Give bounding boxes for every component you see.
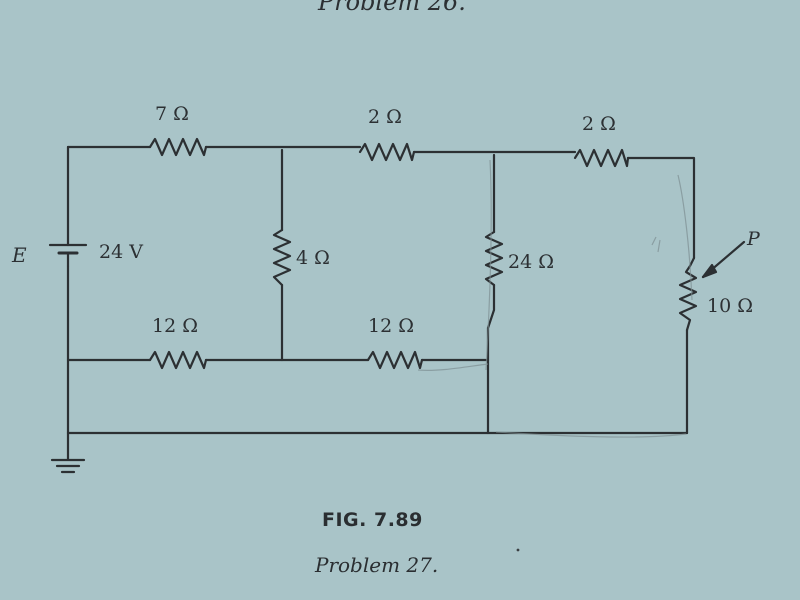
resistor-label-10ohm: 10 Ω xyxy=(707,295,753,317)
page-header: Problem 26. xyxy=(318,0,466,16)
source-name-label: E xyxy=(12,243,27,267)
resistor-icon xyxy=(358,142,416,162)
pencil-marks xyxy=(417,159,693,438)
resistor-label-2ohm-right: 2 Ω xyxy=(582,113,616,135)
resistor-label-2ohm-mid: 2 Ω xyxy=(368,106,402,128)
potentiometer-icon xyxy=(678,256,698,332)
resistor-icon xyxy=(573,148,630,168)
resistor-icon xyxy=(366,350,424,370)
resistor-icon xyxy=(272,228,292,287)
figure-number: FIG. 7.89 xyxy=(322,509,423,531)
resistor-label-12ohm-mid: 12 Ω xyxy=(368,315,414,337)
ground-icon xyxy=(50,431,86,474)
branch-24ohm-wire xyxy=(486,153,496,435)
resistor-label-4ohm: 4 Ω xyxy=(296,247,330,269)
resistor-icon xyxy=(484,230,504,287)
wiper-label: P xyxy=(747,228,760,250)
top-wire xyxy=(66,145,696,260)
figure-caption: Problem 27. xyxy=(315,553,439,577)
resistor-label-7ohm: 7 Ω xyxy=(155,103,189,125)
resistor-label-24ohm: 24 Ω xyxy=(508,251,554,273)
resistor-label-12ohm-left: 12 Ω xyxy=(152,315,198,337)
resistor-icon xyxy=(148,137,208,157)
source-voltage-label: 24 V xyxy=(99,241,143,263)
resistor-icon xyxy=(148,350,208,370)
